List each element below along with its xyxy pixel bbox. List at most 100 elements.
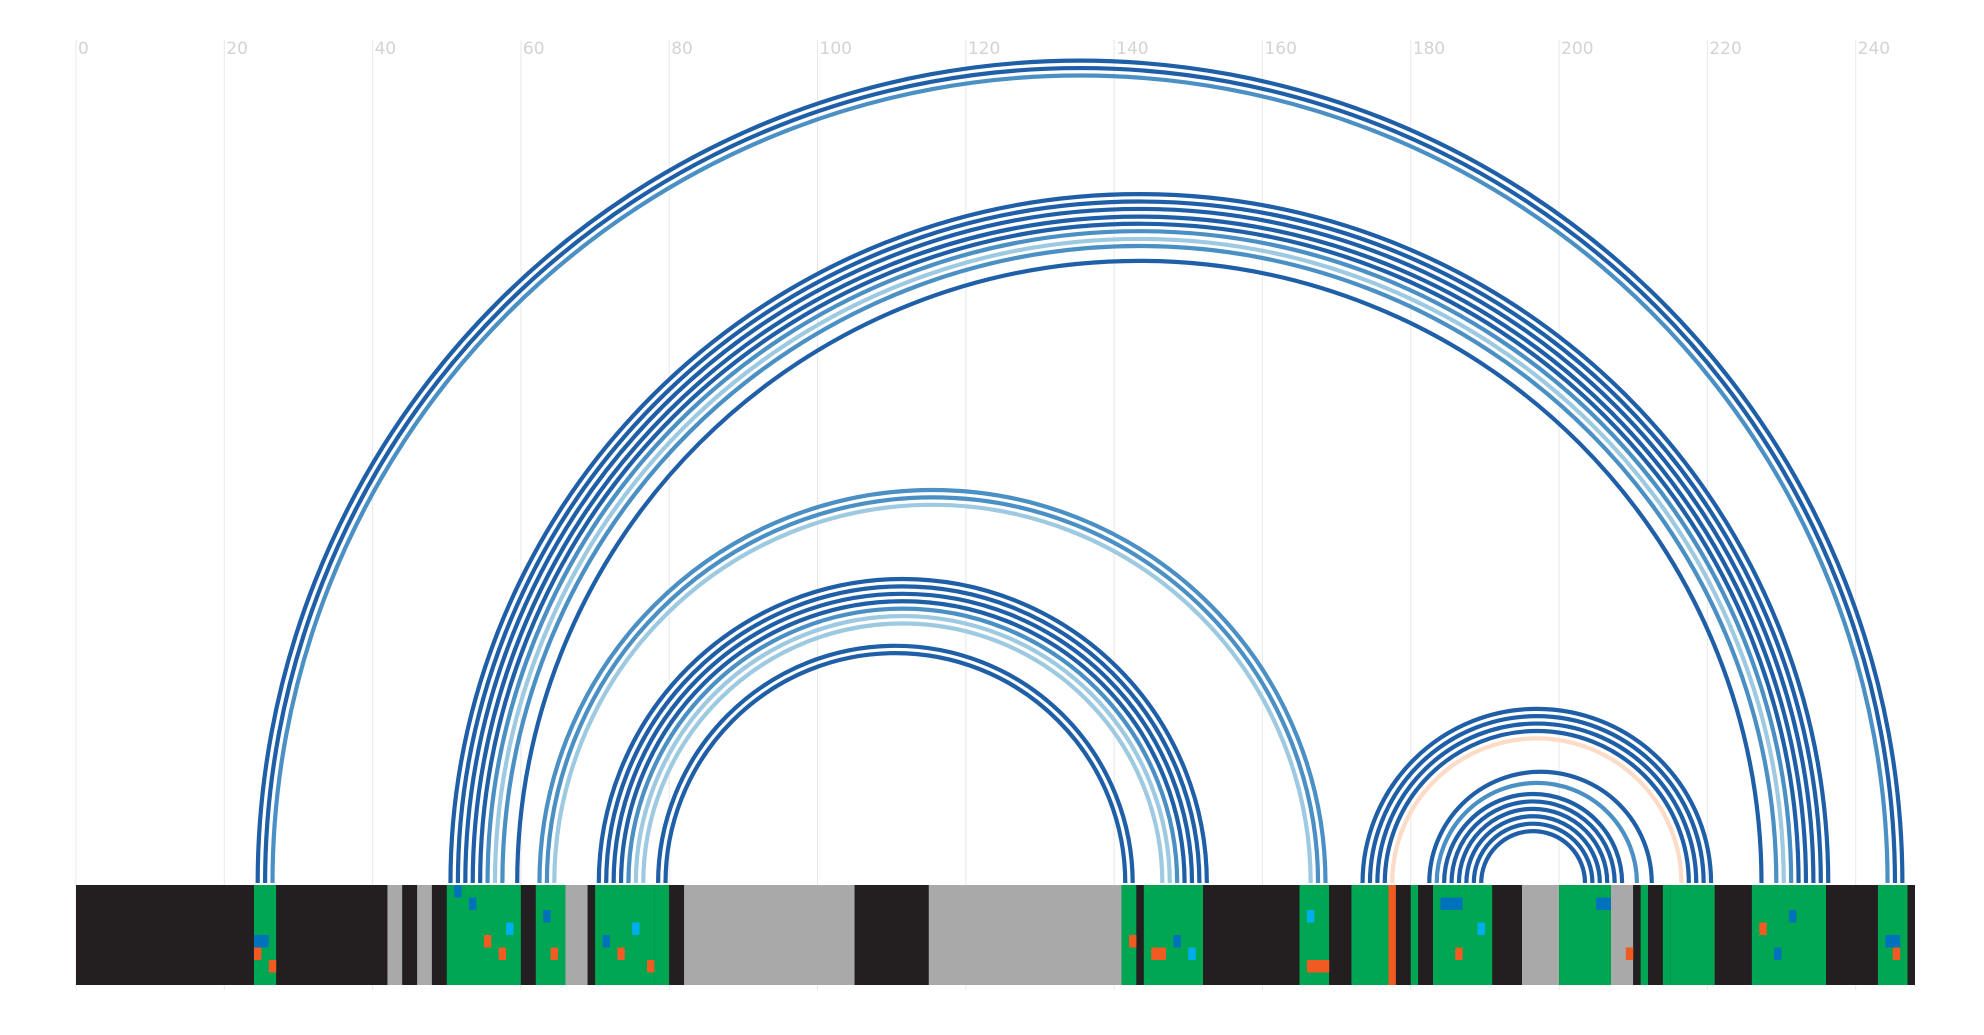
arc-23 <box>663 651 1128 884</box>
arc-25 <box>1367 714 1706 884</box>
arc-14 <box>552 502 1313 884</box>
x-tick-label-60: 60 <box>523 39 545 59</box>
track-block-2 <box>276 885 388 985</box>
arc-36 <box>1479 828 1588 884</box>
x-tick-label-0: 0 <box>78 39 89 59</box>
arc-18 <box>618 599 1187 884</box>
track-block-3 <box>387 885 403 985</box>
track-block-39 <box>1714 885 1752 985</box>
x-tick-label-140: 140 <box>1116 39 1148 59</box>
track-block-24 <box>1351 885 1389 985</box>
track-block-19 <box>1136 885 1144 985</box>
track-block-6 <box>431 885 447 985</box>
track-block-17 <box>928 885 1122 985</box>
track-block-31 <box>1521 885 1560 985</box>
arc-16 <box>604 585 1202 884</box>
arc-13 <box>544 495 1321 884</box>
arc-28 <box>1390 736 1684 884</box>
track-mark-28 <box>1885 935 1901 948</box>
x-tick-label-120: 120 <box>968 39 1000 59</box>
track-block-28 <box>1418 885 1434 985</box>
track-mark-4 <box>469 897 477 910</box>
x-tick-label-200: 200 <box>1561 39 1593 59</box>
track-block-4 <box>402 885 418 985</box>
arc-9 <box>492 236 1786 884</box>
track-mark-25 <box>1759 922 1767 935</box>
track-mark-19 <box>1306 960 1330 973</box>
track-block-15 <box>684 885 855 985</box>
track-block-13 <box>654 885 670 985</box>
arc-15 <box>596 576 1209 884</box>
track-block-23 <box>1329 885 1352 985</box>
track-mark-26 <box>1774 947 1782 960</box>
x-tick-label-20: 20 <box>226 39 248 59</box>
arc-34 <box>1464 814 1602 884</box>
arc-26 <box>1375 721 1699 884</box>
arc-33 <box>1456 807 1610 884</box>
track-block-43 <box>1907 885 1915 985</box>
arc-29 <box>1427 769 1654 884</box>
x-tick-label-160: 160 <box>1264 39 1296 59</box>
track-mark-23 <box>1596 897 1611 910</box>
track-block-8 <box>520 885 536 985</box>
arc-24 <box>1360 706 1714 884</box>
arc-19 <box>626 606 1180 884</box>
track-mark-9 <box>550 947 558 960</box>
x-tick-label-40: 40 <box>375 39 397 59</box>
track-block-27 <box>1410 885 1419 985</box>
track-block-0 <box>76 885 254 985</box>
arc-35 <box>1471 822 1595 884</box>
track-mark-24 <box>1625 947 1634 960</box>
track-block-30 <box>1492 885 1522 985</box>
track-mark-11 <box>617 947 625 960</box>
arc-32 <box>1449 799 1617 884</box>
track-mark-0 <box>253 935 269 948</box>
track-block-25 <box>1388 885 1396 985</box>
track-block-21 <box>1203 885 1300 985</box>
track-block-26 <box>1395 885 1411 985</box>
arc-1 <box>262 65 1898 884</box>
track-block-41 <box>1826 885 1878 985</box>
arc-27 <box>1382 728 1691 884</box>
x-tick-label-180: 180 <box>1413 39 1445 59</box>
x-tick-label-100: 100 <box>820 39 852 59</box>
track-mark-13 <box>646 960 655 973</box>
track-mark-16 <box>1173 935 1181 948</box>
track-mark-15 <box>1151 947 1167 960</box>
track-mark-1 <box>253 947 262 960</box>
track-mark-17 <box>1188 947 1196 960</box>
track-block-36 <box>1648 885 1663 985</box>
track-mark-20 <box>1440 897 1463 910</box>
track-block-37 <box>1662 885 1671 985</box>
track-mark-21 <box>1455 947 1463 960</box>
arc-20 <box>633 614 1172 884</box>
arc-4 <box>455 199 1823 884</box>
track-block-16 <box>854 885 929 985</box>
track-block-11 <box>587 885 596 985</box>
track-block-33 <box>1610 885 1634 985</box>
sequence-track <box>76 885 1915 985</box>
arc-31 <box>1442 792 1625 884</box>
track-mark-14 <box>1128 935 1137 948</box>
track-mark-22 <box>1477 922 1485 935</box>
track-block-35 <box>1640 885 1649 985</box>
arc-5 <box>463 206 1816 884</box>
track-mark-10 <box>602 935 610 948</box>
track-block-9 <box>535 885 566 985</box>
track-block-10 <box>565 885 588 985</box>
track-block-5 <box>417 885 432 985</box>
arcs <box>258 61 1903 883</box>
track-mark-6 <box>498 947 507 960</box>
track-mark-7 <box>506 922 514 935</box>
track-block-38 <box>1670 885 1715 985</box>
x-tick-label-240: 240 <box>1858 39 1890 59</box>
arc-22 <box>656 644 1135 884</box>
arc-7 <box>478 221 1801 884</box>
track-mark-18 <box>1306 910 1315 923</box>
x-tick-label-80: 80 <box>671 39 693 59</box>
arc-17 <box>611 591 1195 884</box>
track-mark-27 <box>1788 910 1797 923</box>
